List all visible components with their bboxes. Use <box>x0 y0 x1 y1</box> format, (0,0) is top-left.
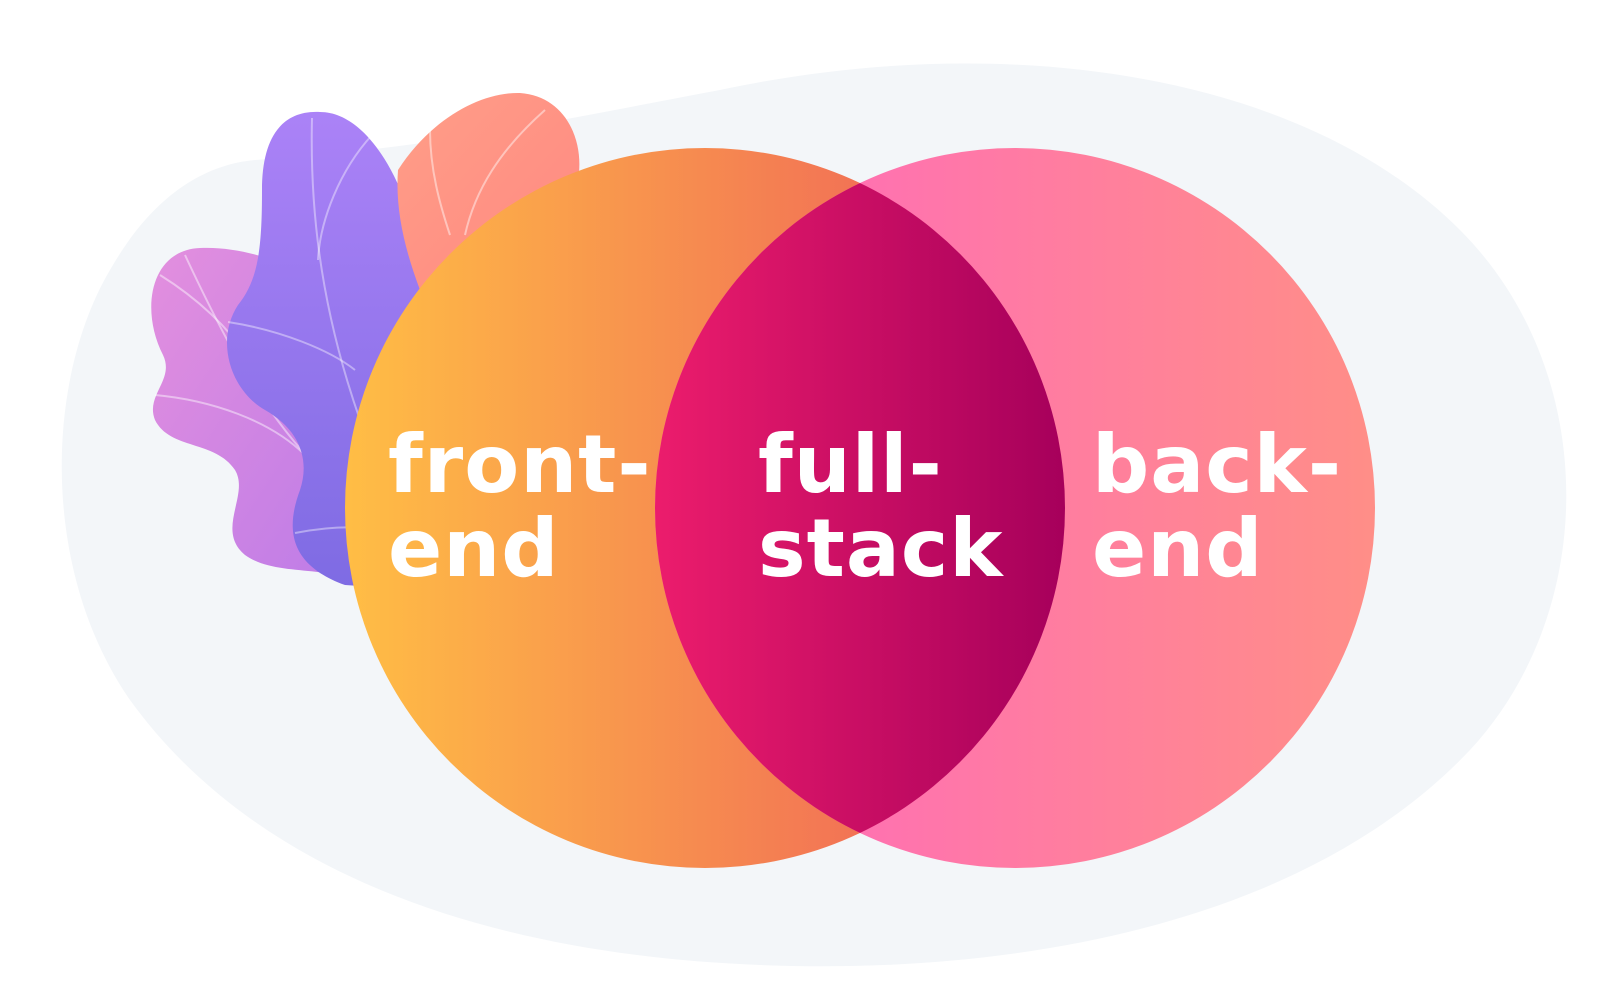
backend-label-line-2: end <box>1092 502 1263 595</box>
backend-label-line-1: back- <box>1092 418 1342 511</box>
fullstack-label-line-1: full- <box>758 418 943 511</box>
frontend-label: front- end <box>388 418 680 595</box>
fullstack-label-line-2: stack <box>758 502 1004 595</box>
fullstack-intersection <box>655 148 1065 868</box>
fullstack-label: full- stack <box>758 418 1004 595</box>
backend-label: back- end <box>1092 418 1371 595</box>
frontend-label-line-2: end <box>388 502 559 595</box>
frontend-label-line-1: front- <box>388 418 652 511</box>
